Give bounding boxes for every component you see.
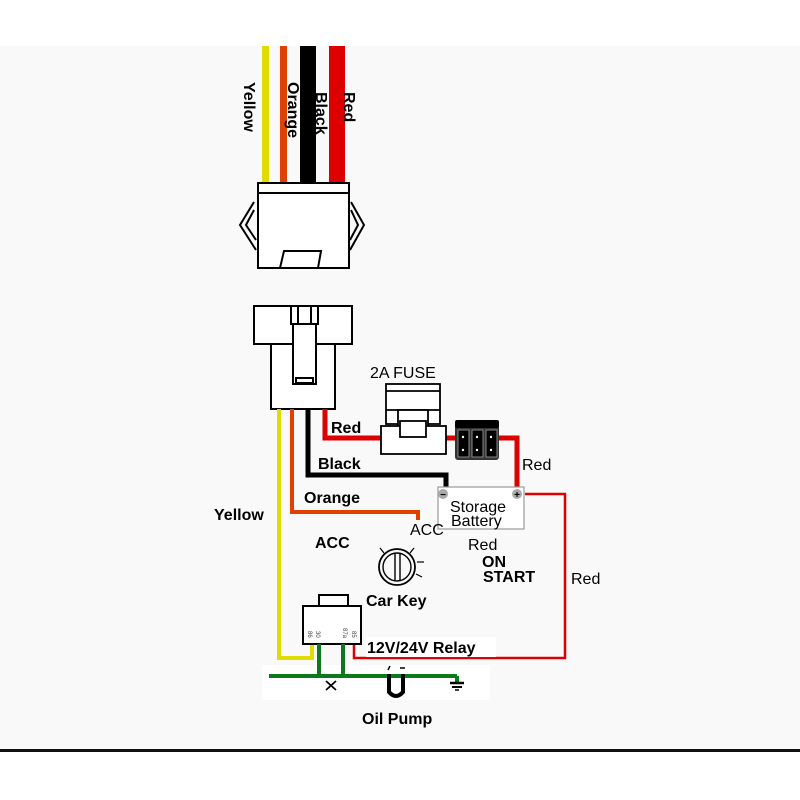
black-wire bbox=[305, 409, 449, 487]
female-connector bbox=[238, 182, 366, 269]
fuse-holder bbox=[455, 420, 499, 460]
car-key-icon bbox=[378, 547, 424, 586]
label-red-top: Red bbox=[340, 92, 357, 122]
relay-pin-30: 30 bbox=[314, 631, 320, 638]
ground-icon bbox=[450, 681, 464, 691]
red-wire-battery-to-relay bbox=[352, 492, 567, 660]
battery-negative-sign: − bbox=[440, 490, 446, 501]
fuse-label: 2A FUSE bbox=[370, 365, 436, 382]
yellow-wire-top bbox=[262, 46, 269, 186]
label-orange-top: Orange bbox=[284, 82, 301, 138]
bottom-divider bbox=[0, 749, 800, 752]
battery-positive-terminal bbox=[512, 489, 522, 499]
male-connector bbox=[253, 305, 353, 410]
label-red-fuse-battery: Red bbox=[522, 457, 551, 474]
label-orange: Orange bbox=[304, 490, 360, 507]
label-yellow: Yellow bbox=[214, 507, 264, 524]
storage-battery bbox=[437, 486, 525, 530]
label-black-top: Black bbox=[312, 92, 329, 135]
orange-wire bbox=[290, 409, 420, 520]
fuse bbox=[380, 383, 447, 455]
red-wire-top bbox=[329, 46, 345, 186]
car-key-label: Car Key bbox=[366, 593, 427, 610]
key-state-red: Red bbox=[468, 537, 497, 554]
top-wire-bundle bbox=[262, 46, 345, 186]
oil-pump-icon bbox=[387, 665, 405, 698]
oil-pump-label: Oil Pump bbox=[362, 711, 432, 728]
label-red-to-fuse: Red bbox=[331, 420, 361, 437]
label-black: Black bbox=[318, 456, 361, 473]
green-oil-pump-circuit bbox=[269, 644, 459, 682]
orange-wire-top bbox=[280, 46, 287, 186]
key-state-start: START bbox=[483, 569, 535, 586]
battery-positive-sign: + bbox=[514, 490, 520, 501]
acc-terminal-label: ACC bbox=[410, 522, 444, 539]
label-yellow-top: Yellow bbox=[240, 82, 257, 132]
relay-pin-86: 86 bbox=[306, 631, 312, 638]
cut-mark-icon bbox=[325, 680, 337, 691]
yellow-wire bbox=[277, 409, 314, 660]
relay-pin-87a: 87a bbox=[341, 628, 347, 639]
battery-label-line2: Battery bbox=[451, 513, 502, 530]
relay-pin-85: 85 bbox=[350, 631, 356, 638]
relay bbox=[302, 594, 362, 645]
relay-label: 12V/24V Relay bbox=[367, 640, 476, 657]
red-wire-to-fuse bbox=[322, 409, 383, 441]
acc-label: ACC bbox=[315, 535, 350, 552]
label-red-battery-relay: Red bbox=[571, 571, 600, 588]
battery-label-line1: Storage bbox=[450, 499, 506, 516]
black-wire-top bbox=[300, 46, 316, 186]
red-wire-to-battery bbox=[494, 435, 520, 487]
diagram-canvas: Yellow Orange Black Red 2A FUSE bbox=[0, 46, 800, 750]
key-state-on: ON bbox=[482, 554, 506, 571]
wiring-diagram: Yellow Orange Black Red 2A FUSE bbox=[214, 46, 600, 728]
battery-negative-terminal bbox=[438, 489, 448, 499]
